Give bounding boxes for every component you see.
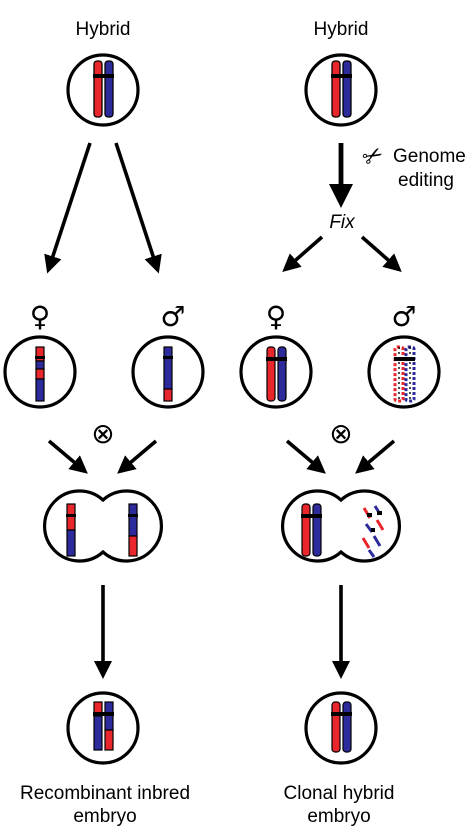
- right-arrow-to-female: [282, 235, 324, 272]
- left-cross-symbol: ⊗: [91, 417, 114, 450]
- left-hybrid-cell: [66, 53, 140, 127]
- right-hybrid-label: Hybrid: [314, 19, 369, 40]
- genome-editing-label-line2: editing: [398, 170, 454, 191]
- scissors-icon: ✂: [357, 139, 388, 173]
- left-male-recombinant-chromosome: [163, 346, 173, 402]
- fix-label: Fix: [329, 212, 356, 233]
- right-female-symbol: ♀: [266, 300, 287, 333]
- right-result-label-line2: embryo: [307, 806, 370, 827]
- left-arrow-to-male: [114, 142, 162, 274]
- left-male-symbol: ♂: [160, 300, 185, 333]
- right-female-unrecombined-chromosome-pair: [266, 346, 287, 402]
- left-arrow-male-to-zygote: [117, 439, 158, 474]
- right-male-symbol: ♂: [391, 300, 416, 333]
- right-hybrid-cell: [304, 53, 378, 127]
- right-embryo-cell: [304, 691, 378, 765]
- right-arrow-male-to-zygote: [355, 439, 396, 474]
- left-male-gamete: [131, 335, 205, 409]
- left-embryo-chromosome-pair: [93, 701, 114, 751]
- left-zygote-maternal-chromosome: [66, 503, 76, 557]
- right-zygote-maternal-chromosome-pair: [301, 503, 322, 557]
- left-arrow-female-to-zygote: [47, 439, 88, 474]
- left-embryo-cell: [66, 691, 140, 765]
- right-arrow-to-male: [360, 235, 402, 272]
- right-female-gamete: [239, 335, 313, 409]
- right-hybrid-chromosome-pair: [331, 60, 352, 118]
- left-result-label-line2: embryo: [73, 806, 136, 827]
- right-arrow-female-to-zygote: [285, 439, 326, 474]
- right-embryo-chromosome-pair: [331, 701, 352, 753]
- left-fusing-zygote: [43, 489, 163, 563]
- right-result-label-line1: Clonal hybrid: [284, 783, 395, 804]
- left-hybrid-chromosome-pair: [93, 60, 114, 118]
- left-arrow-to-female: [44, 142, 92, 274]
- genome-editing-label-line1: Genome: [393, 146, 466, 167]
- right-male-gamete: [367, 335, 441, 409]
- left-result-label-line1: Recombinant inbred: [20, 783, 190, 804]
- left-female-symbol: ♀: [30, 300, 51, 333]
- right-zygote-degraded-fragments: [361, 505, 385, 558]
- left-female-gamete: [3, 335, 77, 409]
- right-cross-symbol: ⊗: [329, 417, 352, 450]
- left-zygote-paternal-chromosome: [128, 503, 138, 557]
- left-hybrid-label: Hybrid: [76, 19, 131, 40]
- left-female-recombinant-chromosome: [35, 346, 45, 402]
- right-male-degraded-chromosome-pair: [393, 345, 416, 403]
- right-fusing-zygote: [281, 489, 401, 563]
